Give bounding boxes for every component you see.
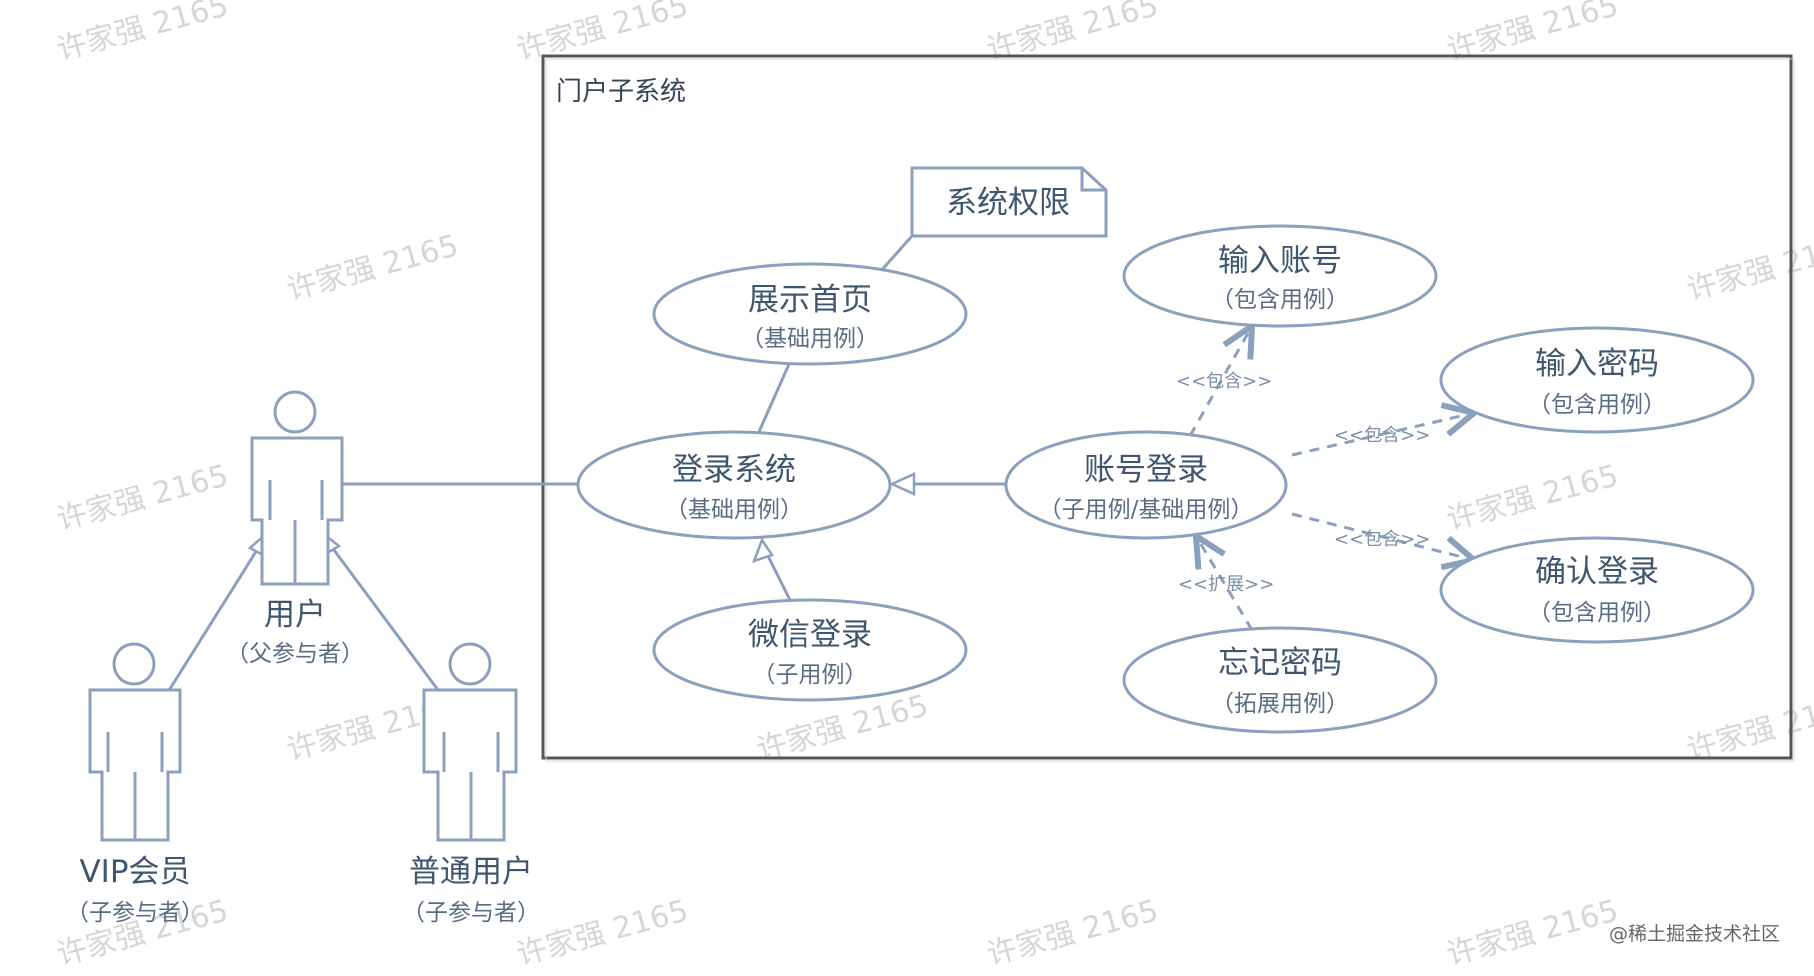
use-case-name: 账号登录 xyxy=(1084,452,1208,488)
footer-credit: @稀土掘金技术社区 xyxy=(1609,923,1780,945)
use-case-type: （子用例） xyxy=(753,662,868,688)
use-case-ellipse xyxy=(652,262,968,366)
system-boundary: 门户子系统 xyxy=(541,54,1795,762)
use-case-account-login: 账号登录 （子用例/基础用例） xyxy=(1004,430,1288,540)
note-fold xyxy=(1080,168,1106,192)
stereotype-include-label: <<包含>> xyxy=(1334,425,1430,446)
actor-name: 普通用户 xyxy=(409,854,533,890)
generalization-arrowhead xyxy=(888,472,916,496)
system-boundary-title: 门户子系统 xyxy=(556,77,686,107)
use-case-forgot-password: 忘记密码 （拓展用例） xyxy=(1122,626,1438,734)
stereotype-extend-label: <<扩展>> xyxy=(1178,574,1274,595)
actor-head xyxy=(448,642,492,686)
actor-head xyxy=(273,390,317,434)
watermark-text: 许家强 2165 xyxy=(1443,893,1622,972)
watermark-text: 许家强 2165 xyxy=(1443,458,1622,537)
actor-vip: VIP会员 （子参与者） xyxy=(66,642,204,926)
actor-role: （子参与者） xyxy=(402,900,540,926)
use-case-wechat-login: 微信登录 （子用例） xyxy=(652,598,968,702)
note-anchor-line xyxy=(878,235,914,273)
use-case-name: 微信登录 xyxy=(748,617,872,653)
watermark-text: 许家强 2165 xyxy=(513,0,692,68)
actor-normal-user: 普通用户 （子参与者） xyxy=(402,642,540,926)
use-case-login: 登录系统 （基础用例） xyxy=(576,430,892,540)
generalization-normal-user xyxy=(326,541,440,691)
use-case-ellipse xyxy=(1122,224,1438,328)
actor-role: （子参与者） xyxy=(66,900,204,926)
note-system-permission: 系统权限 xyxy=(910,166,1108,238)
use-case-show-home: 展示首页 （基础用例） xyxy=(652,262,968,366)
use-case-confirm-login: 确认登录 （包含用例） xyxy=(1439,536,1755,644)
stereotype-include-label: <<包含>> xyxy=(1334,529,1430,550)
note-shape xyxy=(910,166,1108,238)
actor-name: 用户 xyxy=(264,597,326,633)
use-case-type: （基础用例） xyxy=(665,497,803,523)
actor-head xyxy=(112,642,156,686)
use-case-name: 确认登录 xyxy=(1535,554,1659,590)
watermark-text: 许家强 2165 xyxy=(53,458,232,537)
watermark-text: 许家强 2165 xyxy=(983,893,1162,972)
use-case-input-password: 输入密码 （包含用例） xyxy=(1439,326,1755,434)
actor-body xyxy=(422,688,518,842)
include-input-account xyxy=(1188,326,1252,437)
use-case-name: 输入密码 xyxy=(1535,346,1659,382)
watermark-text: 许家强 2165 xyxy=(53,0,232,68)
generalization-vip-user xyxy=(166,541,264,693)
actor-body xyxy=(250,436,344,586)
use-case-type: （包含用例） xyxy=(1528,392,1666,418)
watermark-text: 许家强 2165 xyxy=(283,228,462,307)
use-case-ellipse xyxy=(1004,430,1288,540)
use-case-name: 输入账号 xyxy=(1218,243,1342,279)
association-home-login xyxy=(756,361,792,435)
use-case-ellipse xyxy=(652,598,968,702)
use-case-input-account: 输入账号 （包含用例） xyxy=(1122,224,1438,328)
stereotype-include-label: <<包含>> xyxy=(1176,371,1272,392)
system-boundary-shadow xyxy=(545,58,1795,762)
extend-forgot-password xyxy=(1196,536,1254,631)
use-case-name: 忘记密码 xyxy=(1218,645,1342,681)
generalization-wechat-login xyxy=(763,549,792,601)
watermark-text: 许家强 2165 xyxy=(1443,0,1622,68)
use-case-name: 登录系统 xyxy=(672,452,796,488)
use-case-ellipse xyxy=(1122,626,1438,734)
use-case-type: （基础用例） xyxy=(741,326,879,352)
use-case-type: （包含用例） xyxy=(1211,287,1349,313)
actor-body xyxy=(88,688,182,842)
use-case-type: （包含用例） xyxy=(1528,600,1666,626)
actor-user: 用户 （父参与者） xyxy=(226,390,364,667)
note-text: 系统权限 xyxy=(946,185,1070,221)
use-case-ellipse xyxy=(1439,326,1755,434)
use-case-ellipse xyxy=(576,430,892,540)
use-case-ellipse xyxy=(1439,536,1755,644)
system-boundary-rect xyxy=(541,54,1793,760)
generalization-arrowhead xyxy=(751,537,774,564)
use-case-type: （拓展用例） xyxy=(1211,691,1349,717)
actor-name: VIP会员 xyxy=(79,854,190,890)
watermark-text: 许家强 2165 xyxy=(983,0,1162,68)
include-confirm-login xyxy=(1291,512,1474,560)
use-case-name: 展示首页 xyxy=(748,282,872,318)
use-case-type: （子用例/基础用例） xyxy=(1039,497,1254,523)
actor-role: （父参与者） xyxy=(226,641,364,667)
include-input-password xyxy=(1291,413,1474,457)
